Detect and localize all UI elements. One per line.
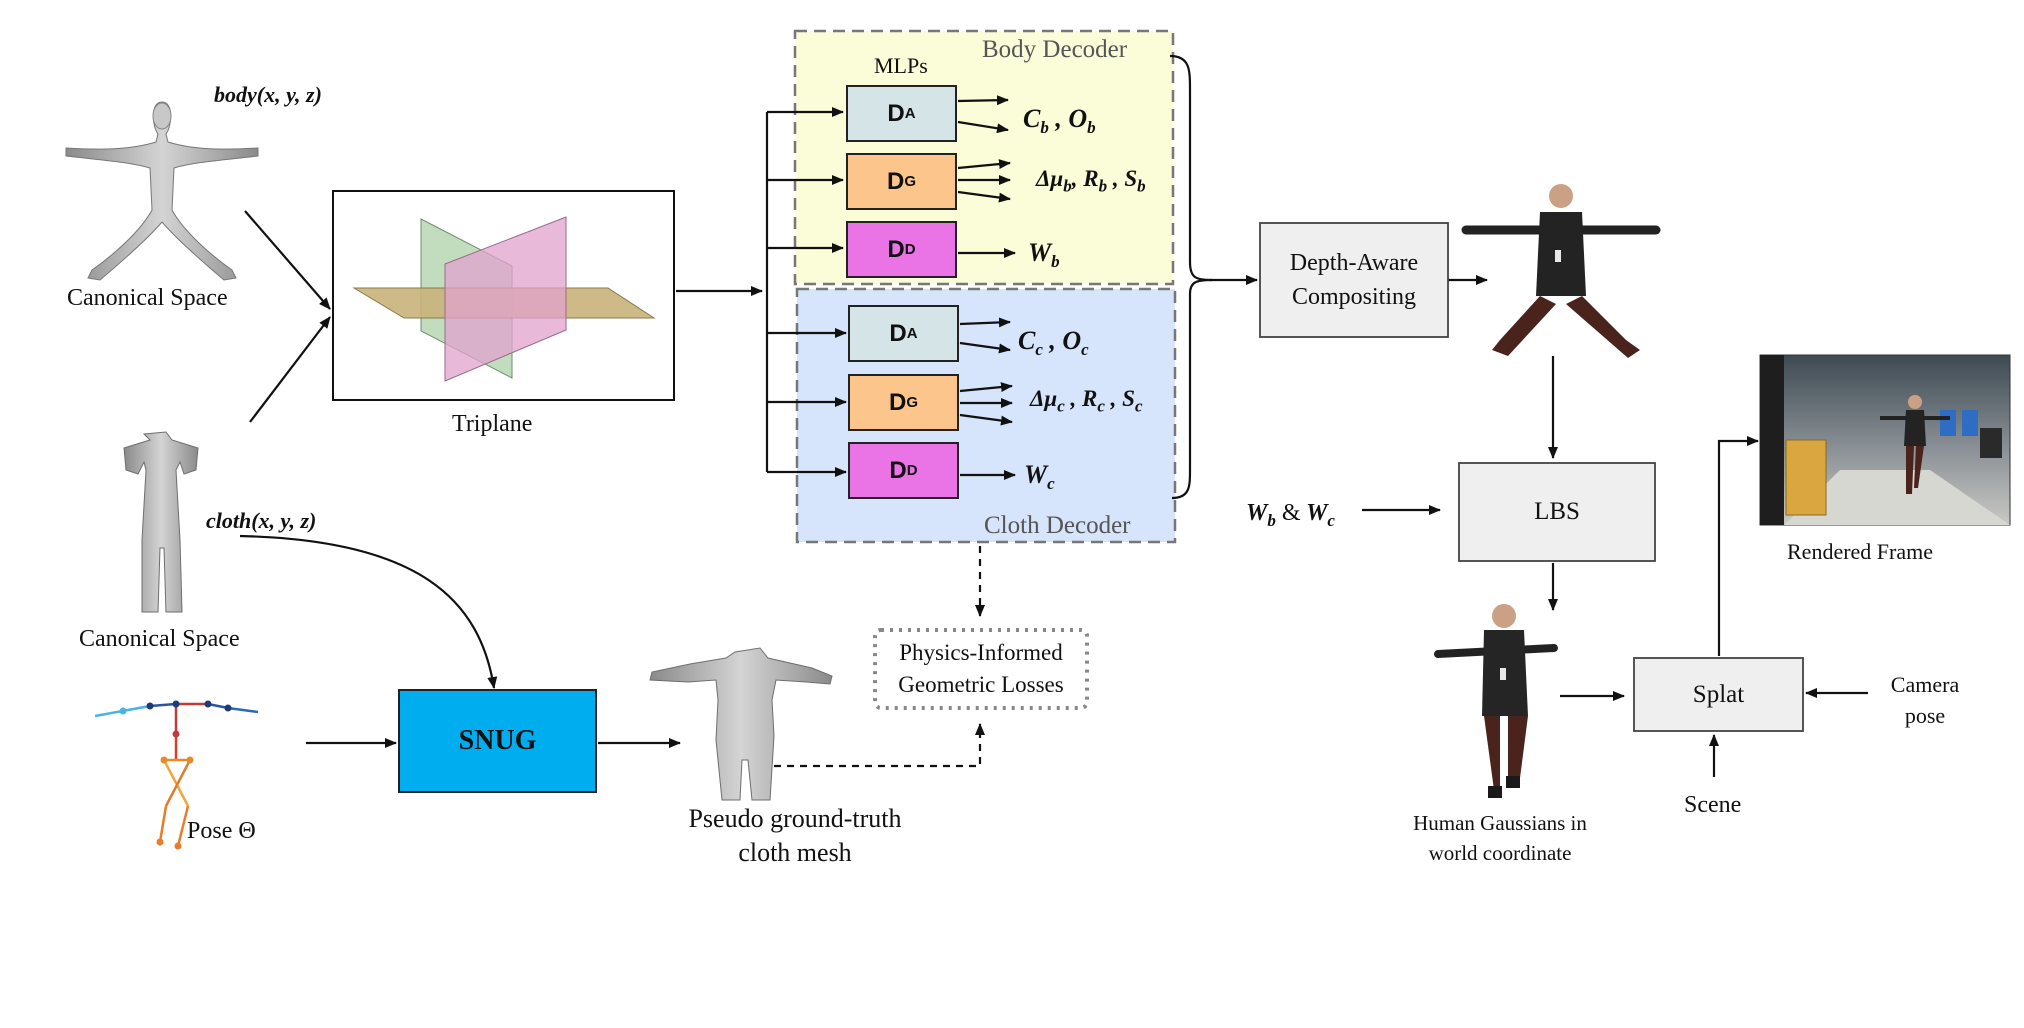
human-gaussians-line1: Human Gaussians in (1413, 811, 1587, 835)
compositing-label: Depth-Aware Compositing (1260, 223, 1448, 337)
compositing-line2: Compositing (1291, 284, 1417, 310)
canonical-space-body-label: Canonical Space (67, 285, 228, 311)
snug-label: SNUG (458, 725, 537, 756)
pseudo-gt-label: Pseudo ground-truth cloth mesh (660, 800, 930, 872)
body-coord-label: body(x, y, z) (214, 82, 322, 107)
human-gaussians-image (1434, 604, 1558, 798)
cloth-decoder-title: Cloth Decoder (984, 512, 1131, 539)
lbs-input-weights-label: Wb & Wc (1246, 500, 1335, 530)
rendered-frame-label: Rendered Frame (1787, 539, 1933, 564)
canonical-cloth-mesh-image (123, 431, 199, 613)
canonical-body-mesh-image (65, 101, 259, 281)
splat-box (1633, 657, 1804, 732)
scene-label: Scene (1684, 792, 1742, 818)
pseudo-gt-cloth-mesh-image (649, 647, 833, 801)
compositing-line1: Depth-Aware (1289, 250, 1419, 276)
physics-losses-line1: Physics-Informed (899, 640, 1063, 665)
pose-label: Pose Θ (187, 818, 256, 844)
lbs-label: LBS (1534, 498, 1580, 525)
body-decoder-title: Body Decoder (982, 36, 1128, 63)
lbs-box (1458, 462, 1656, 562)
triplane-label: Triplane (452, 411, 533, 437)
body-weights-output: Wb (1028, 238, 1060, 272)
human-gaussians-label: Human Gaussians in world coordinate (1380, 806, 1620, 870)
composited-human-image (1461, 184, 1661, 358)
canonical-space-cloth-label: Canonical Space (79, 626, 240, 652)
cloth-geometry-output: Δμc , Rc , Sc (1030, 386, 1143, 416)
triplane-planes (352, 216, 656, 382)
cloth-appearance-output: Cc , Oc (1018, 326, 1089, 360)
human-gaussians-line2: world coordinate (1428, 841, 1572, 865)
camera-line1: Camera (1890, 672, 1960, 697)
body-appearance-output: Cb , Ob (1023, 104, 1096, 138)
physics-losses-box (873, 628, 1089, 710)
rendered-frame-image (1759, 354, 2011, 526)
physics-losses-label: Physics-Informed Geometric Losses (875, 630, 1087, 708)
camera-pose-label: Camera pose (1870, 668, 1980, 732)
pseudo-gt-line2: cloth mesh (738, 838, 852, 867)
arrows (239, 54, 1868, 777)
snug-box (398, 689, 597, 793)
body-geometry-output: Δμb, Rb , Sb (1036, 166, 1146, 196)
cloth-weights-output: Wc (1024, 460, 1055, 494)
compositing-box (1259, 222, 1449, 338)
cloth-coord-label: cloth(x, y, z) (206, 508, 317, 533)
mlps-label: MLPs (874, 53, 928, 78)
pseudo-gt-line1: Pseudo ground-truth (688, 804, 902, 833)
splat-label: Splat (1692, 680, 1745, 708)
camera-line2: pose (1904, 703, 1946, 728)
dashed-arrows (774, 546, 985, 768)
physics-losses-line2: Geometric Losses (898, 672, 1064, 697)
pose-skeleton (94, 700, 259, 850)
